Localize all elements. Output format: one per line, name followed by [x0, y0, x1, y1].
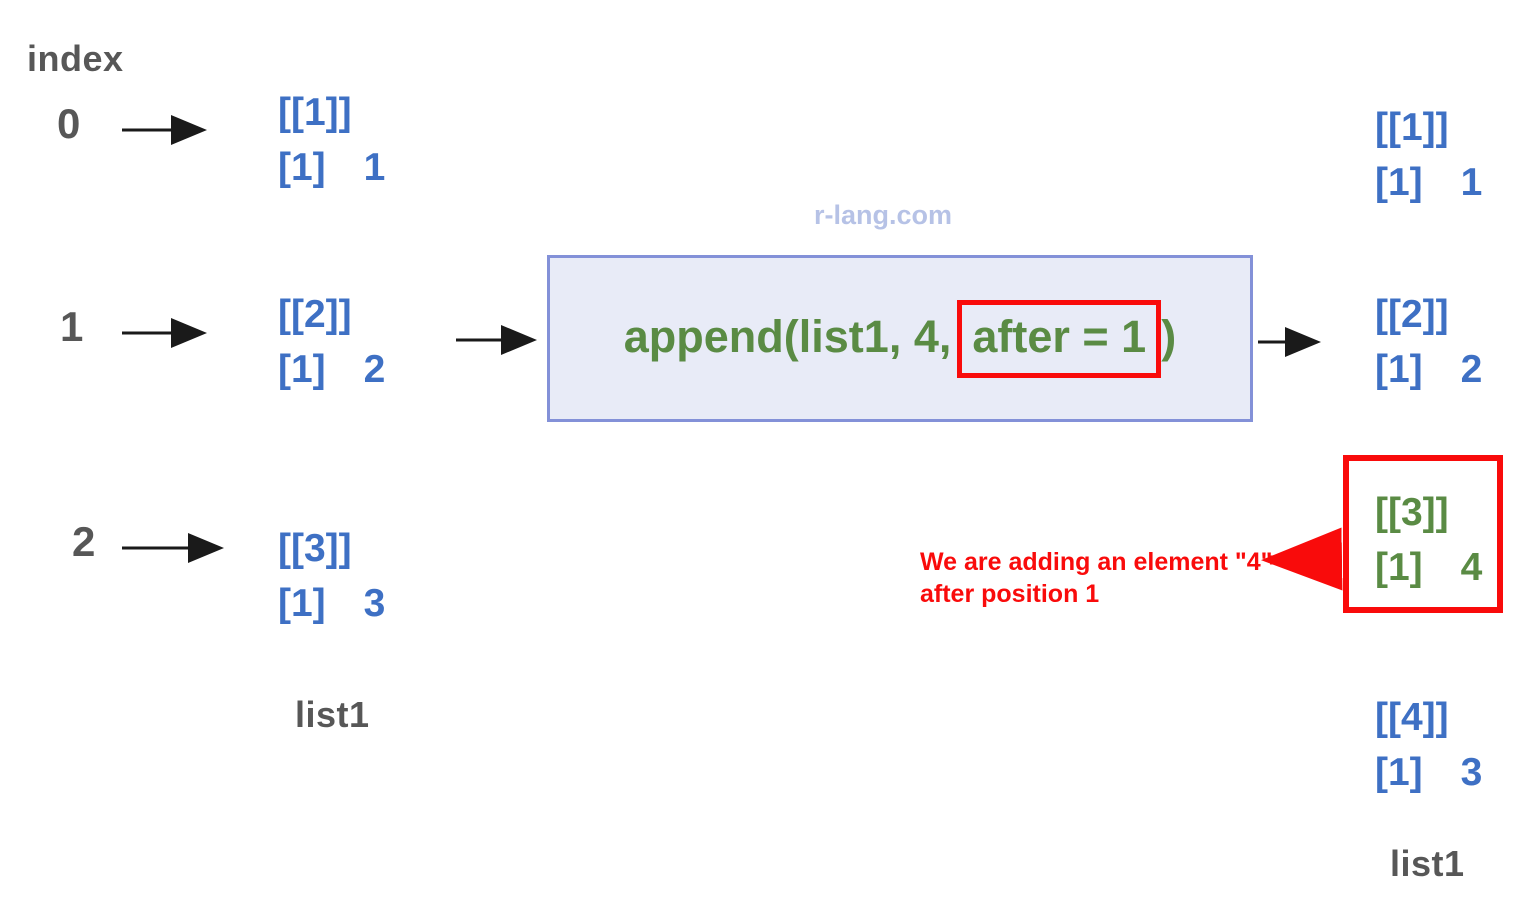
- left-list-name: list1: [295, 694, 370, 735]
- right-item-2-value: 4: [1460, 546, 1483, 589]
- left-list-item-2: [[3]] [1] 3: [278, 521, 385, 631]
- annotation-text: We are adding an element "4" after posit…: [920, 546, 1273, 610]
- right-item-2-inner: [1]: [1375, 546, 1423, 589]
- append-code: append(list1, 4, after = 1): [623, 299, 1177, 378]
- right-item-0-value: 1: [1460, 161, 1483, 204]
- index-value-1: 1: [60, 303, 84, 350]
- append-function-box: append(list1, 4, after = 1): [547, 255, 1253, 422]
- right-item-3-value: 3: [1460, 751, 1483, 794]
- right-item-0-inner: [1]: [1375, 161, 1423, 204]
- after-arg-text: after = 1: [972, 310, 1147, 362]
- index-column-title: index: [27, 38, 124, 79]
- right-list-item-0: [[1]] [1] 1: [1375, 100, 1482, 210]
- index-value-2: 2: [72, 518, 96, 565]
- annotation-line1: We are adding an element "4": [920, 548, 1273, 576]
- watermark-text: r-lang.com: [814, 200, 953, 230]
- index-value-0: 0: [57, 100, 81, 147]
- left-item-1-outer: [[2]]: [278, 293, 352, 336]
- new-element-highlight-box: [1343, 455, 1503, 613]
- left-item-0-value: 1: [363, 146, 386, 189]
- annotation-red-arrow: [1261, 527, 1343, 591]
- right-list-item-2: [[3]] [1] 4: [1375, 485, 1482, 595]
- append-code-prefix: append(list1, 4,: [623, 310, 952, 362]
- right-item-1-value: 2: [1460, 348, 1483, 391]
- left-list-item-1: [[2]] [1] 2: [278, 287, 385, 397]
- right-list-name: list1: [1390, 843, 1465, 884]
- left-item-2-outer: [[3]]: [278, 527, 352, 570]
- right-list-item-3: [[4]] [1] 3: [1375, 690, 1482, 800]
- after-arg-highlight-box: after = 1: [957, 299, 1162, 378]
- left-item-1-inner: [1]: [278, 348, 326, 391]
- left-item-2-inner: [1]: [278, 582, 326, 625]
- right-list-item-1: [[2]] [1] 2: [1375, 287, 1482, 397]
- annotation-line2: after position 1: [920, 580, 1100, 608]
- right-item-1-inner: [1]: [1375, 348, 1423, 391]
- left-item-2-value: 3: [363, 582, 386, 625]
- right-item-1-outer: [[2]]: [1375, 293, 1449, 336]
- append-code-suffix: ): [1161, 310, 1177, 362]
- right-item-3-inner: [1]: [1375, 751, 1423, 794]
- right-item-0-outer: [[1]]: [1375, 106, 1449, 149]
- left-item-0-outer: [[1]]: [278, 91, 352, 134]
- left-item-0-inner: [1]: [278, 146, 326, 189]
- left-list-item-0: [[1]] [1] 1: [278, 85, 385, 195]
- right-item-2-outer: [[3]]: [1375, 491, 1449, 534]
- left-item-1-value: 2: [363, 348, 386, 391]
- right-item-3-outer: [[4]]: [1375, 696, 1449, 739]
